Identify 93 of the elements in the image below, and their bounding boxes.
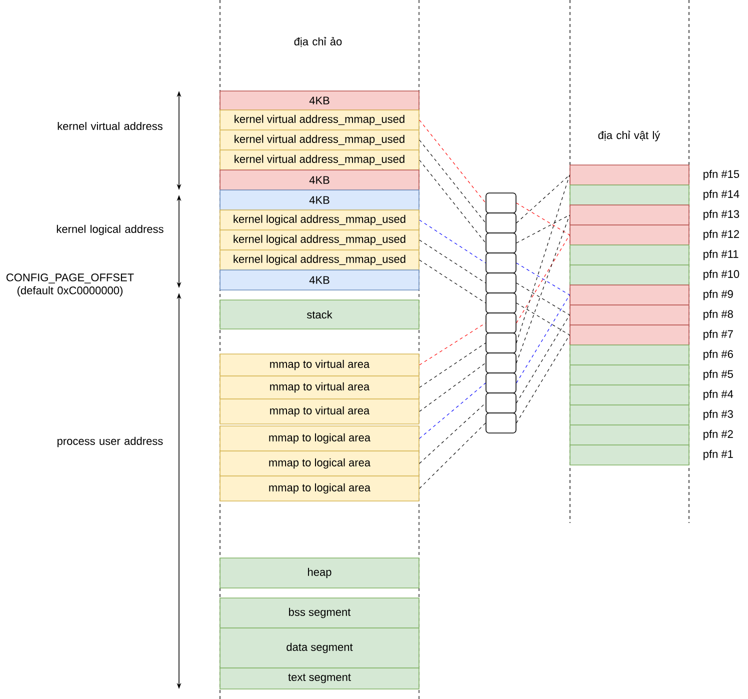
connector-line (419, 260, 486, 304)
page-table-entry (486, 412, 516, 434)
frame-number: pfn #12 (704, 230, 739, 240)
page-table-entry (486, 272, 516, 294)
page-table-entry (486, 332, 516, 354)
page-table-entry (486, 372, 516, 394)
connector-line (419, 382, 486, 439)
page-table-entry (486, 312, 516, 334)
connector-line (419, 362, 486, 412)
memory-block: 4KB (220, 190, 420, 210)
connector-line (516, 302, 570, 336)
memory-block: mmap to virtual area (220, 398, 420, 424)
page-table-entry (486, 392, 516, 414)
page-table-entry (486, 352, 516, 374)
memory-block: kernel virtual address_mmap_used (220, 150, 420, 170)
page-frame (570, 224, 690, 246)
page-frame (570, 164, 690, 186)
memory-block: text segment (220, 668, 420, 690)
frame-number: pfn #10 (704, 270, 740, 280)
memory-block: kernel virtual address_mmap_used (220, 110, 420, 130)
memory-block: kernel logical address_mmap_used (220, 210, 420, 230)
memory-block: kernel logical address_mmap_used (220, 230, 420, 250)
frame-number: pfn #6 (704, 350, 733, 360)
connector-line (419, 402, 486, 464)
frame-number: pfn #14 (704, 190, 740, 200)
annotation: kernel virtual address (58, 122, 162, 130)
page-frame (570, 264, 690, 286)
page-frame (570, 184, 690, 206)
frame-number: pfn #4 (704, 390, 734, 400)
connector-line (516, 214, 570, 244)
memory-block: 4KB (220, 90, 420, 110)
memory-block: mmap to virtual area (220, 354, 420, 376)
page-frame (570, 244, 690, 266)
frame-number: pfn #5 (704, 370, 733, 380)
connector-line (516, 234, 570, 324)
memory-block: kernel virtual address_mmap_used (220, 130, 420, 150)
page-frame (570, 444, 690, 466)
frame-number: pfn #8 (704, 310, 733, 320)
connector-line (419, 220, 486, 264)
connector-line (419, 342, 486, 388)
connector-line (419, 322, 486, 366)
page-frame (570, 344, 690, 366)
frame-number: pfn #1 (704, 450, 733, 460)
connector-line (516, 294, 570, 384)
connector-line (516, 214, 570, 364)
memory-block: data segment (220, 628, 420, 668)
memory-block: 4KB (220, 270, 420, 290)
memory-block: mmap to virtual area (220, 376, 420, 400)
connector-line (516, 202, 570, 236)
annotation: process user address (58, 436, 163, 448)
memory-block: kernel logical address_mmap_used (220, 250, 420, 270)
page-frame (570, 364, 690, 386)
connector-line (516, 262, 570, 296)
page-frame (570, 284, 690, 306)
page-table-entry (486, 212, 516, 234)
connector-line (419, 422, 486, 489)
memory-block: mmap to logical area (220, 450, 420, 476)
connector-line (419, 120, 486, 204)
page-frame (570, 324, 690, 346)
memory-block: mmap to logical area (220, 476, 420, 502)
connector-line (419, 140, 486, 224)
page-frame (570, 424, 690, 446)
connector-line (516, 174, 570, 224)
annotation: địa chỉ vật lý (598, 130, 660, 142)
frame-number: pfn #3 (704, 410, 733, 420)
memory-block: 4KB (220, 170, 420, 190)
memory-block: mmap to logical area (220, 426, 420, 452)
annotation: địa chỉ ảo (294, 37, 342, 47)
page-frame (570, 304, 690, 326)
page-frame (570, 384, 690, 406)
page-frame (570, 204, 690, 226)
frame-number: pfn #13 (704, 210, 740, 220)
memory-block: stack (220, 300, 420, 330)
frame-number: pfn #2 (704, 430, 733, 440)
page-table-entry (486, 232, 516, 254)
memory-block: heap (220, 558, 420, 588)
connector-line (516, 334, 570, 424)
connector-line (516, 282, 570, 316)
connector-line (516, 314, 570, 404)
frame-number: pfn #9 (704, 290, 733, 300)
page-table-entry (486, 292, 516, 314)
frame-number: pfn #11 (704, 250, 738, 260)
memory-block: bss segment (220, 598, 420, 628)
page-frame (570, 404, 690, 426)
connector-line (419, 160, 486, 244)
annotation: CONFIG_PAGE_OFFSET (default 0xC0000000) (6, 274, 134, 296)
connector-line (516, 174, 570, 344)
page-table-entry (486, 252, 516, 274)
frame-number: pfn #15 (704, 170, 740, 180)
connector-line (419, 240, 486, 284)
frame-number: pfn #7 (704, 330, 733, 340)
page-table-entry (486, 192, 516, 214)
annotation: kernel logical address (56, 224, 164, 236)
